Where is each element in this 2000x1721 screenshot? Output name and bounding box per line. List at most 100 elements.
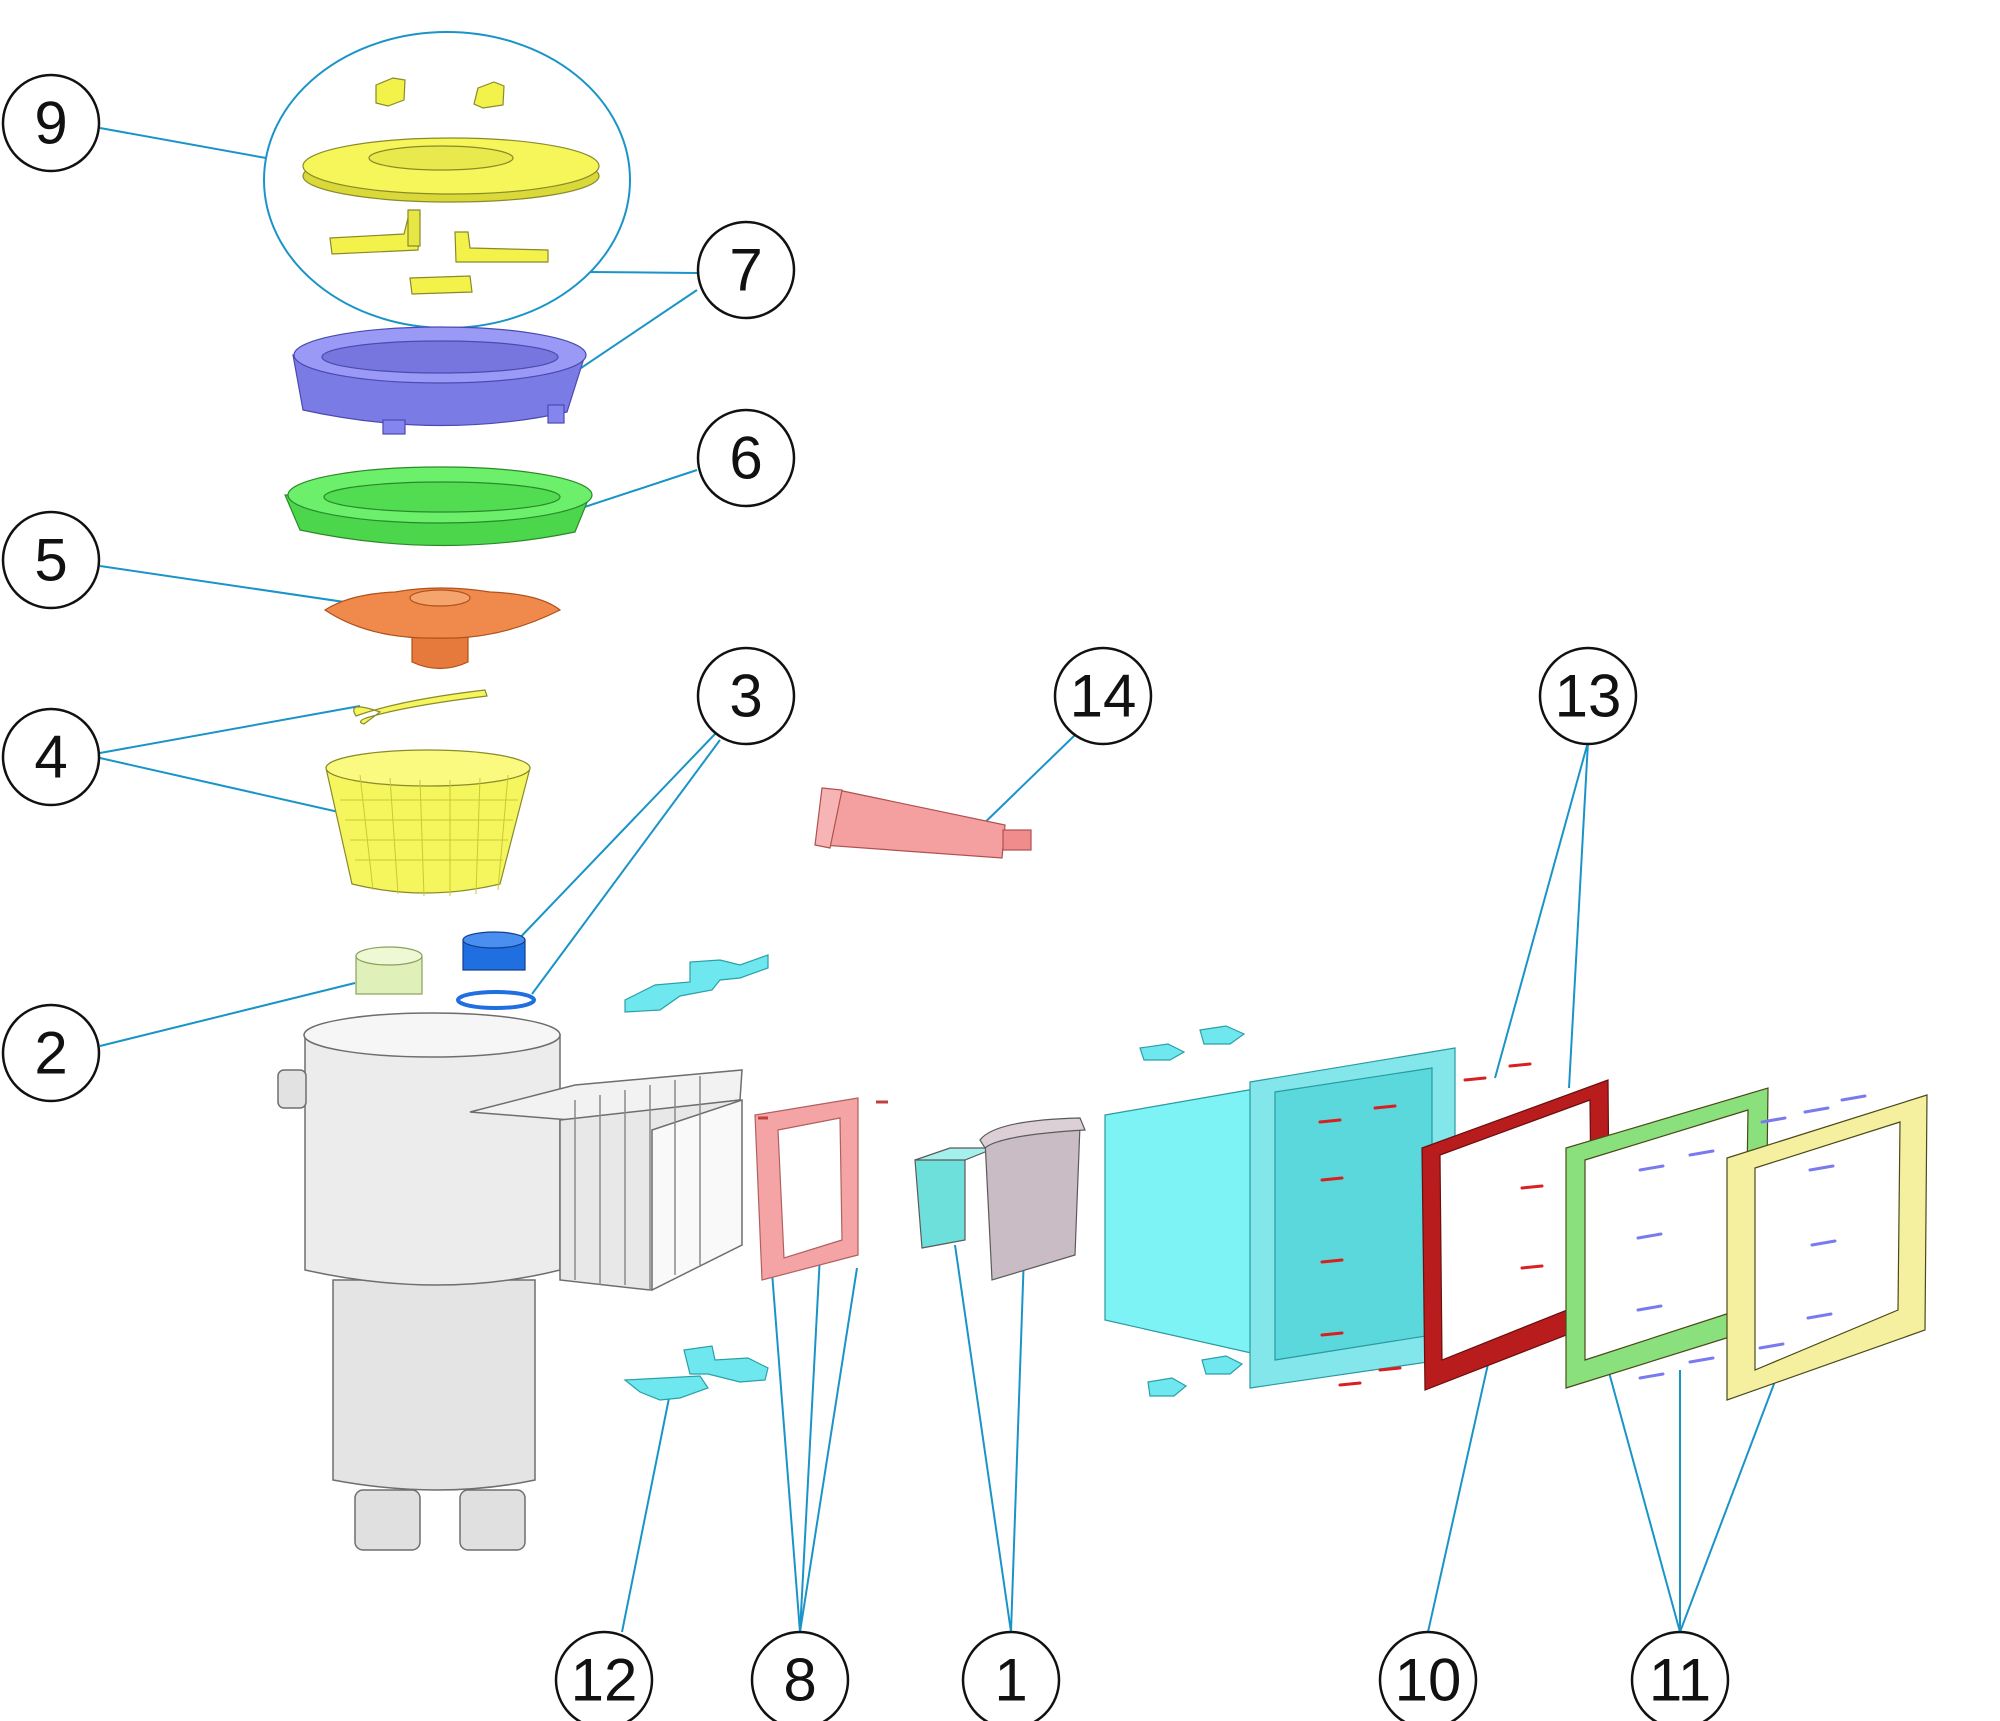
leader-14 bbox=[971, 734, 1076, 836]
callout-10: 10 bbox=[1378, 1630, 1478, 1721]
body-side-port bbox=[277, 1069, 307, 1109]
part-10-gasket bbox=[1421, 1079, 1611, 1391]
leader-4b bbox=[99, 757, 375, 821]
callout-2: 2 bbox=[1, 1003, 101, 1103]
svg-text:4: 4 bbox=[34, 724, 67, 791]
cover-tab-left bbox=[375, 77, 406, 107]
svg-text:1: 1 bbox=[994, 1647, 1027, 1714]
leader-11a bbox=[1606, 1364, 1681, 1633]
part-3-plug bbox=[456, 931, 536, 1010]
part-1-flap bbox=[914, 1117, 1086, 1281]
weir-cone bbox=[323, 587, 562, 639]
part-4-basket-and-clip bbox=[325, 689, 531, 897]
callouts: 9 7 6 5 3 14 13 4 bbox=[1, 73, 1730, 1721]
cover-latch bbox=[409, 275, 473, 295]
part-8-frame bbox=[754, 1097, 888, 1281]
weir-hub bbox=[409, 589, 471, 607]
part-6-ring bbox=[284, 466, 593, 547]
svg-text:9: 9 bbox=[34, 90, 67, 157]
svg-text:12: 12 bbox=[571, 1647, 638, 1714]
flap-gray-curl bbox=[979, 1117, 1086, 1149]
throat-fins bbox=[574, 1076, 701, 1290]
clip-mouth-2 bbox=[1199, 1025, 1246, 1045]
callout-4: 4 bbox=[1, 707, 101, 807]
oring bbox=[456, 990, 536, 1010]
screws-red bbox=[1318, 1062, 1544, 1387]
flap-gray-panel bbox=[984, 1124, 1081, 1281]
frame-inner bbox=[777, 1117, 843, 1259]
collar-tab-2 bbox=[547, 404, 565, 424]
svg-text:2: 2 bbox=[34, 1020, 67, 1087]
leader-13a bbox=[1494, 741, 1589, 1079]
callout-5: 5 bbox=[1, 510, 101, 610]
leader-12 bbox=[621, 1397, 670, 1633]
clip-lower-2 bbox=[683, 1345, 769, 1383]
skimmer-body bbox=[277, 1012, 743, 1551]
callout-11: 11 bbox=[1630, 1630, 1730, 1721]
mouth-body bbox=[1104, 1087, 1261, 1356]
cover-tab-right bbox=[473, 81, 505, 109]
leader-7a bbox=[589, 271, 698, 274]
leader-5 bbox=[99, 565, 386, 609]
callout-9: 9 bbox=[1, 73, 101, 173]
cover-disc-recess bbox=[368, 145, 514, 171]
tube-nozzle bbox=[1002, 829, 1032, 851]
basket-mesh bbox=[340, 774, 518, 897]
flap-cyan-block bbox=[914, 1149, 966, 1249]
svg-text:3: 3 bbox=[729, 663, 762, 730]
svg-text:6: 6 bbox=[729, 425, 762, 492]
clip-mouth-4 bbox=[1201, 1355, 1244, 1375]
part-5-weir bbox=[323, 587, 562, 670]
leader-13b bbox=[1568, 741, 1589, 1089]
callout-8: 8 bbox=[750, 1630, 850, 1721]
mouth-opening bbox=[1274, 1067, 1433, 1361]
cover-bracket-post bbox=[407, 209, 421, 247]
part-11-gasket-and-faceplate bbox=[1565, 1087, 1928, 1401]
leader-9 bbox=[99, 127, 267, 159]
screws-blue bbox=[1636, 1094, 1867, 1380]
svg-text:11: 11 bbox=[1649, 1647, 1711, 1714]
basket-clip bbox=[353, 689, 488, 725]
part-7-collar bbox=[292, 326, 587, 435]
svg-text:5: 5 bbox=[34, 527, 67, 594]
leader-11c bbox=[1679, 1367, 1781, 1633]
svg-text:14: 14 bbox=[1070, 663, 1137, 730]
tube-body bbox=[821, 789, 1006, 859]
callout-14: 14 bbox=[1053, 646, 1153, 746]
flap-cyan-top bbox=[914, 1147, 996, 1161]
svg-text:10: 10 bbox=[1395, 1647, 1462, 1714]
body-top-opening bbox=[303, 1012, 561, 1058]
plug-top bbox=[462, 931, 526, 949]
leader-4a bbox=[99, 705, 361, 754]
fitting-top bbox=[355, 946, 423, 966]
svg-text:13: 13 bbox=[1555, 663, 1622, 730]
clip-mouth-3 bbox=[1147, 1377, 1188, 1397]
leader-8c bbox=[799, 1267, 858, 1633]
part-14-lubricant-tube bbox=[814, 787, 1032, 859]
skimmer-mouth bbox=[1104, 1047, 1456, 1389]
leader-3b bbox=[531, 739, 721, 995]
cover-bracket-right bbox=[454, 231, 549, 263]
outlet-pipe-right bbox=[459, 1489, 526, 1551]
leader-10 bbox=[1427, 1354, 1491, 1633]
tube-crimp bbox=[814, 787, 843, 849]
callout-12: 12 bbox=[554, 1630, 654, 1721]
ring-opening bbox=[323, 481, 561, 513]
body-lower-canister bbox=[332, 1279, 536, 1491]
clip-mouth-1 bbox=[1139, 1043, 1186, 1061]
faceplate-inner bbox=[1754, 1121, 1901, 1371]
outlet-pipe-left bbox=[354, 1489, 421, 1551]
svg-text:8: 8 bbox=[783, 1647, 816, 1714]
callout-3: 3 bbox=[696, 646, 796, 746]
collar-tab-1 bbox=[382, 419, 406, 435]
body-upper-canister bbox=[304, 1034, 561, 1286]
leader-8b bbox=[799, 1254, 821, 1633]
clip-lower-1 bbox=[623, 1375, 709, 1401]
leader-2 bbox=[99, 982, 356, 1047]
callout-1: 1 bbox=[961, 1630, 1061, 1721]
callout-13: 13 bbox=[1538, 646, 1638, 746]
cover-bracket-left bbox=[329, 209, 421, 255]
callout-7: 7 bbox=[696, 220, 796, 320]
clip-upper bbox=[624, 954, 769, 1013]
